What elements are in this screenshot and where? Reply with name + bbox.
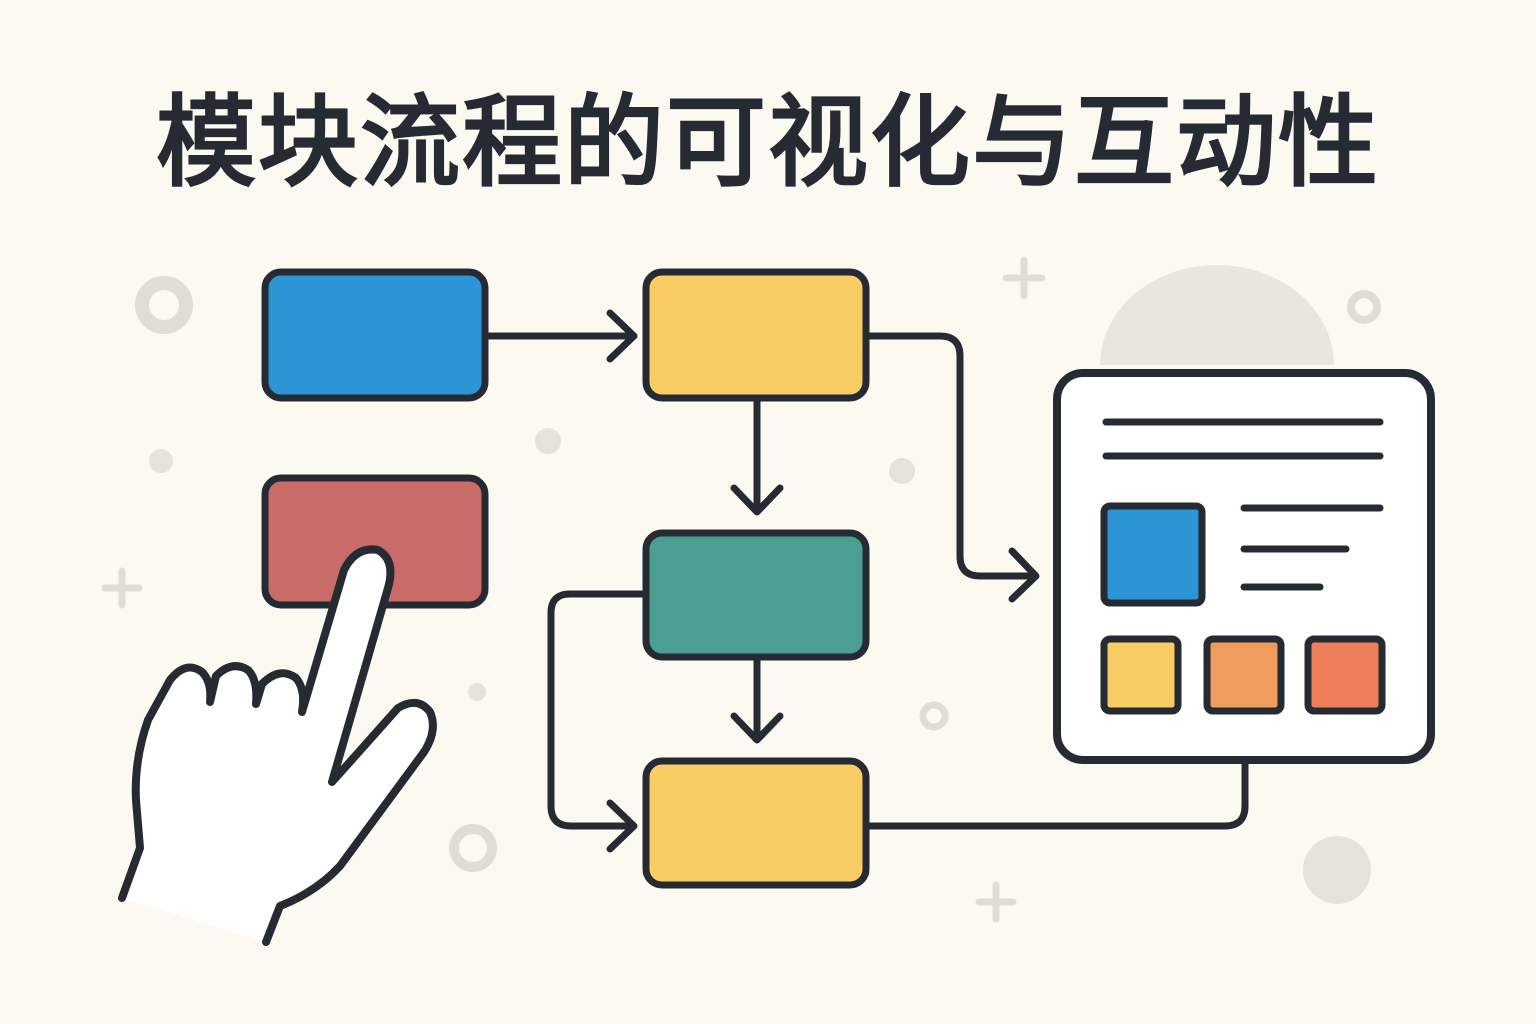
decor-ring-icon	[1347, 290, 1381, 324]
yellow-module-top[interactable]	[642, 268, 870, 402]
panel-yellow-tile	[1100, 635, 1182, 715]
panel-orange-tile	[1203, 635, 1285, 715]
decor-plus-icon	[101, 567, 143, 609]
arrowhead-icon	[730, 484, 784, 516]
decor-plus-icon	[1002, 256, 1046, 300]
arrowhead-icon	[606, 309, 638, 363]
pointing-hand-icon	[118, 545, 437, 946]
dashboard-panel-icon[interactable]	[1053, 369, 1435, 764]
decor-dot-icon	[535, 428, 561, 454]
teal-module[interactable]	[642, 529, 870, 661]
connector-teal-loop-to-bottom	[547, 590, 649, 830]
connector-panel-to-bottom	[862, 758, 1249, 830]
page-title: 模块流程的可视化与互动性	[156, 84, 1380, 201]
decor-semicircle-icon	[1100, 265, 1334, 365]
yellow-module-bottom[interactable]	[642, 757, 870, 889]
decor-ring-icon	[449, 824, 497, 872]
arrowhead-icon	[1008, 547, 1040, 603]
panel-coral-tile	[1304, 635, 1386, 715]
decor-dot-icon	[468, 683, 486, 701]
modules	[261, 268, 870, 889]
decor-ring-icon	[135, 276, 193, 334]
decor-dot-icon	[1303, 836, 1371, 904]
connectors	[481, 309, 1249, 853]
panel-blue-tile	[1100, 502, 1206, 607]
decor-plus-icon	[975, 881, 1017, 923]
blue-module[interactable]	[261, 268, 489, 402]
arrowhead-icon	[730, 712, 784, 744]
connector-yellow-to-panel	[862, 332, 1038, 580]
decor-ring-icon	[919, 701, 949, 731]
decorations	[101, 256, 1381, 923]
arrowhead-icon	[606, 799, 638, 853]
decor-dot-icon	[149, 449, 173, 473]
decor-dot-icon	[889, 458, 915, 484]
